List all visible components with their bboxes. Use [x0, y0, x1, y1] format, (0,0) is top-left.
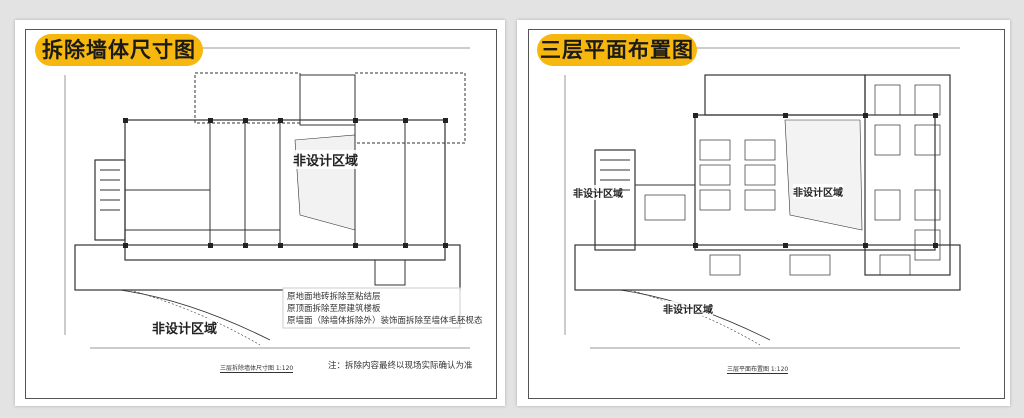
drawing-card-layout: 三层平面布置图	[517, 20, 1010, 406]
footnote: 注：拆除内容最终以现场实际确认为准	[328, 361, 473, 371]
panel-title: 三层平面布置图	[537, 34, 697, 66]
note-line: 原地面地砖拆除至粘结层	[287, 292, 381, 302]
drawing-frame	[25, 29, 497, 399]
drawing-frame	[528, 29, 1005, 399]
non-design-zone-label: 非设计区域	[293, 150, 359, 169]
non-design-zone-label: 非设计区域	[793, 184, 843, 199]
floor-plan-layout	[564, 47, 961, 349]
panel-title: 拆除墙体尺寸图	[35, 34, 203, 66]
floor-plan-demolition	[64, 47, 470, 349]
drawing-caption: 三层拆除墙体尺寸图 1:120	[220, 365, 294, 373]
demolition-notes: 原地面地砖拆除至粘结层 原顶面拆除至原建筑楼板 原墙面（除墙体拆除外）装饰面拆除…	[287, 291, 483, 327]
drawing-caption: 三层平面布置图 1:120	[727, 366, 789, 374]
drawing-card-demolition: 拆除墙体尺寸图 非设计区域 非设计区域	[15, 20, 505, 406]
note-line: 原顶面拆除至原建筑楼板	[287, 304, 381, 314]
note-line: 原墙面（除墙体拆除外）装饰面拆除至墙体毛胚枧态	[287, 316, 483, 326]
non-design-zone-label: 非设计区域	[663, 301, 713, 316]
non-design-zone-label: 非设计区域	[573, 185, 623, 200]
non-design-zone-label: 非设计区域	[152, 318, 218, 337]
